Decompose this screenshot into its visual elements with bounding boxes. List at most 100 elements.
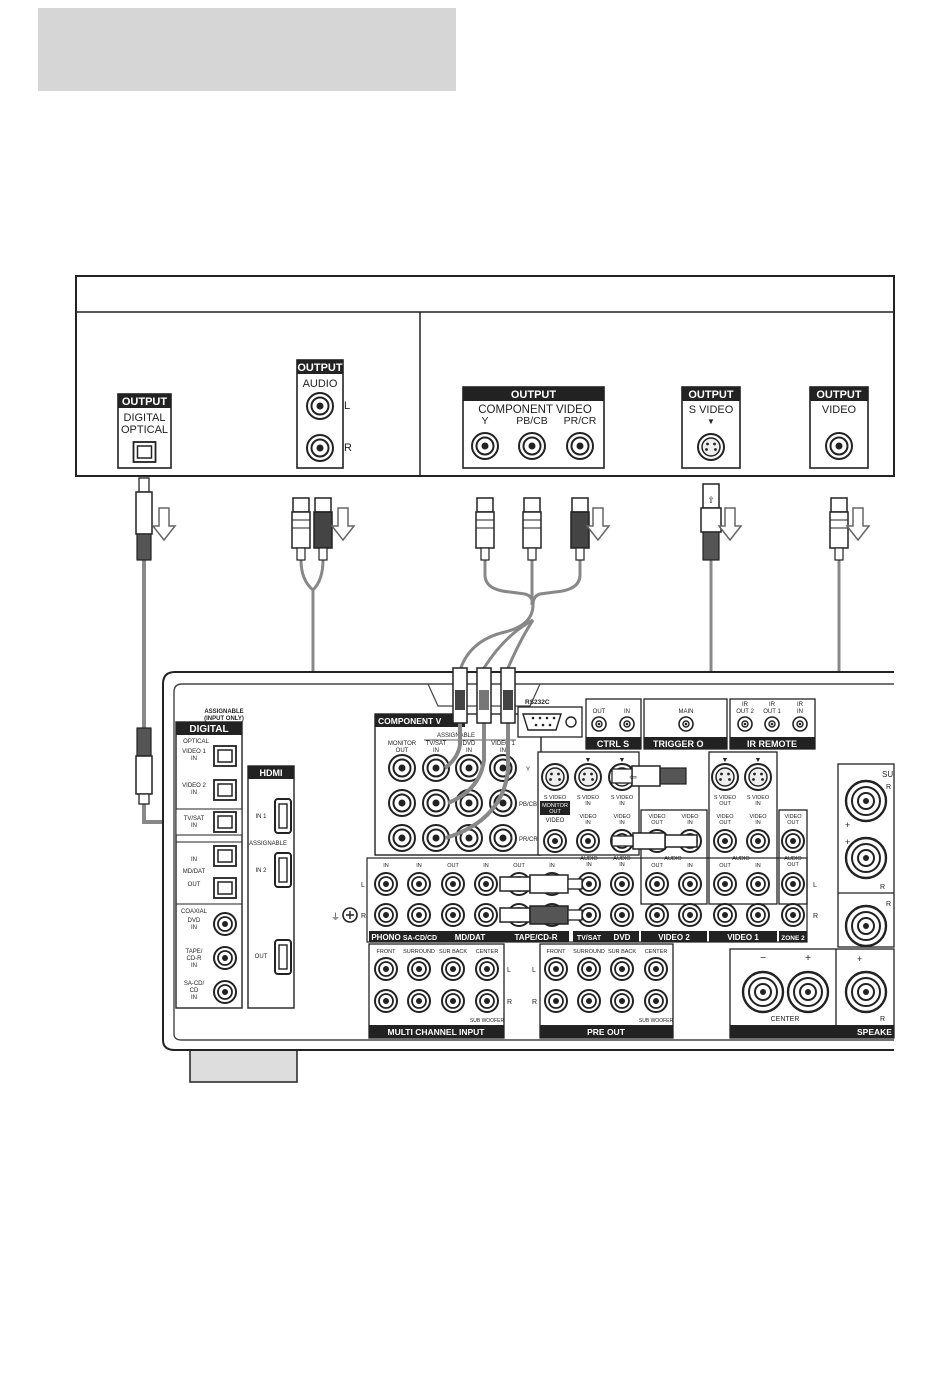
label-receiver-audio-labels-out: OUT (513, 863, 525, 869)
label-receiver-ir-remote-title: IR REMOTE (747, 739, 797, 749)
digital-tvsat-optical-jack (213, 811, 237, 833)
label-receiver-speakers-r: R (880, 884, 885, 891)
label-receiver-audio-labels-r: R (361, 913, 366, 920)
label-receiver-speakers-plus: + (845, 820, 850, 830)
ctrl-s-section: OUT IN CTRL S (585, 698, 642, 750)
label-receiver-audio-labels-in: IN (755, 863, 761, 869)
digital-sacd-coax-jack (213, 980, 237, 1004)
rs232c-port: RS232C (517, 699, 583, 738)
label-receiver-digital-sacd-in-1: CD (190, 988, 199, 994)
label-receiver-speakers-su: SU (882, 770, 893, 779)
label-receiver-video-labels-audio-in-0: AUDIO (613, 856, 631, 862)
label-receiver-digital-video2-in-1: IN (191, 790, 197, 796)
label-receiver-multi-channel-sub-woofer: SUB WOOFER (470, 1018, 505, 1024)
svideo-plug-receiver: ⇦ (611, 765, 687, 787)
comp-monitor-pb-jack (388, 789, 416, 817)
label-receiver-digital-dvd-in-0: DVD (188, 918, 201, 924)
component-output-header: OUTPUT (511, 389, 557, 401)
label-receiver-audio-labels-l: L (507, 967, 511, 974)
label-receiver-digital-tvsat-in-0: TV/SAT (184, 816, 205, 822)
audio-arrow-icon (331, 507, 355, 541)
video-plug-receiver (611, 832, 698, 850)
comp-monitor-pr-jack (388, 824, 416, 852)
label-receiver-speakers-r: R (886, 784, 891, 791)
component-arrow-icon (586, 507, 610, 541)
label-receiver-multi-channel-center: CENTER (476, 949, 499, 955)
label-receiver-video-labels-video-in-0: VIDEO (681, 814, 699, 820)
svg-text:▼: ▼ (755, 757, 762, 764)
audio-r-jack (306, 434, 334, 462)
label-receiver-component-dvd-in-1: IN (466, 748, 472, 754)
video-tvsat-in-jack (576, 829, 600, 853)
label-receiver-audio-labels-out: OUT (447, 863, 459, 869)
label-receiver-speakers-r: R (886, 901, 891, 908)
label-receiver-video-labels-monitor-out-1: OUT (549, 809, 561, 815)
digital-optical-output: OUTPUT DIGITAL OPTICAL (117, 393, 172, 469)
optical-output-jack (132, 441, 157, 463)
audio-input-section: L R ⏚ IN IN OUT IN OUT IN AUDIO IN AUDIO… (331, 856, 818, 943)
video-plug-top (829, 497, 849, 561)
component-plug-y (475, 497, 495, 561)
label-receiver-video-labels-video-out-0: VIDEO (648, 814, 666, 820)
speakers-section: − + CENTER SPEAKE SU R + + R R + R (729, 763, 895, 1039)
component-output-line1: COMPONENT VIDEO (478, 404, 592, 416)
hdmi-out-port (274, 939, 292, 975)
label-receiver-pre-out-sur-back: SUR BACK (608, 949, 636, 955)
label-receiver-ctrl-s-out: OUT (593, 709, 606, 715)
multi-channel-input-section: FRONT SURROUND SUR BACK CENTER SUB WOOFE… (368, 943, 512, 1039)
component-video-output: OUTPUT COMPONENT VIDEO Y PB/CB PR/CR (462, 386, 605, 469)
optical-arrow-icon (152, 507, 176, 541)
svideo-output-arrow: ▼ (707, 417, 715, 426)
label-receiver-audio-labels-out: OUT (719, 863, 731, 869)
label-receiver-trigger-title: TRIGGER O (653, 739, 704, 749)
audio-plugs-receiver (499, 874, 583, 925)
label-receiver-video-labels-video-in-1: IN (619, 820, 625, 826)
audio-output-header: OUTPUT (297, 362, 343, 374)
video1-video-in-jack (746, 829, 770, 853)
label-receiver-audio-labels-tape: TAPE/CD-R (515, 933, 558, 942)
component-plugs-receiver (452, 667, 516, 724)
label-receiver-speakers-r: R (880, 1016, 885, 1023)
label-receiver-ctrl-s-in: IN (624, 709, 630, 715)
svideo-output-jack (697, 433, 725, 461)
label-receiver-video-labels-audio-in-0: AUDIO (580, 856, 598, 862)
label-receiver-component-y: Y (526, 767, 530, 773)
label-receiver-video-labels-video-out-0: VIDEO (784, 814, 802, 820)
label-receiver-component-video1-in-0: VIDEO 1 (491, 741, 515, 747)
label-receiver-audio-labels-l: L (813, 882, 817, 889)
label-receiver-audio-labels-phono: PHONO (371, 933, 400, 942)
svideo-tvsat-in-jack (574, 763, 602, 791)
video1-svideo-out-jack (711, 763, 739, 791)
label-receiver-audio-labels-video1: VIDEO 1 (727, 933, 759, 942)
label-receiver-audio-labels-l: L (532, 967, 536, 974)
digital-optical-output-line2: OPTICAL (121, 424, 168, 436)
pre-out-section: L R FRONT SURROUND SUR BACK CENTER SUB W… (532, 943, 674, 1039)
label-receiver-audio-labels-sacd: SA-CD/CD (403, 935, 437, 942)
audio-l-jack (306, 392, 334, 420)
label-receiver-video-labels-video-in-1: IN (585, 820, 591, 826)
label-receiver-digital-tvsat-in-1: IN (191, 823, 197, 829)
label-receiver-audio-labels-in: IN (549, 863, 555, 869)
label-receiver-audio-labels-video2: VIDEO 2 (658, 933, 690, 942)
label-receiver-digital-coaxial: COAXIAL (181, 909, 208, 915)
label-receiver-video-labels-video-out-1: OUT (719, 820, 731, 826)
digital-assignable-label: ASSIGNABLE (204, 709, 243, 715)
label-receiver-ir-remote-in-0: IR (797, 702, 804, 708)
video-monitor-out-jack (543, 829, 567, 853)
label-receiver-audio-labels-r: R (813, 913, 818, 920)
label-receiver-multi-channel-surround: SURROUND (403, 949, 435, 955)
label-receiver-digital-tape-in-2: IN (191, 963, 197, 969)
label-receiver-audio-labels-dvd: DVD (614, 933, 631, 942)
label-receiver-component-monitor-out-1: OUT (396, 748, 409, 754)
svg-text:⏚: ⏚ (331, 912, 340, 922)
label-receiver-audio-labels-in: IN (416, 863, 422, 869)
svideo-output: OUTPUT S VIDEO ▼ (681, 386, 741, 469)
component-cable-lower (443, 723, 510, 840)
digital-title: DIGITAL (189, 724, 228, 735)
label-receiver-hdmi-in2: IN 2 (255, 868, 267, 874)
label-receiver-audio-labels-out: OUT (651, 863, 663, 869)
label-receiver-speakers-minus: − (760, 953, 766, 964)
hdmi-in2-port (274, 852, 292, 888)
label-receiver-pre-out-title: PRE OUT (587, 1027, 626, 1037)
label-receiver-audio-labels-zone2: ZONE 2 (781, 935, 805, 942)
